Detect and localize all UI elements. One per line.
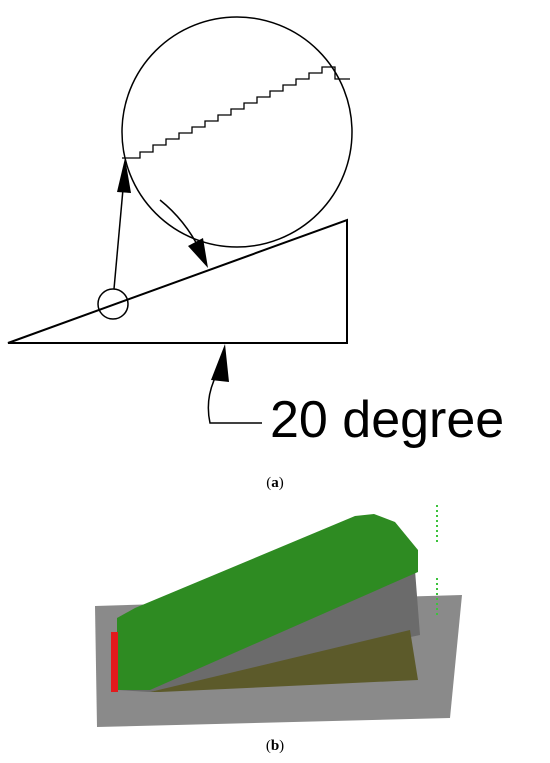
zoom-arrowhead	[117, 158, 131, 193]
pointer-arrow-curve	[159, 199, 201, 251]
caption-a-close: )	[278, 475, 284, 491]
wedge-face	[150, 630, 418, 692]
ramp-3d-render	[95, 505, 462, 727]
caption-b-close: )	[279, 738, 285, 754]
caption-a-open: (	[266, 475, 272, 491]
zoom-arrow-line	[113, 177, 125, 290]
red-edge-marker	[111, 632, 118, 692]
slope-line-drawing: 20 degree	[7, 16, 504, 449]
ramp-top-surface	[117, 514, 418, 690]
magnified-circle	[121, 16, 353, 248]
angle-arrow-curve	[207, 377, 262, 424]
pointer-arrowhead	[188, 238, 208, 268]
angle-label: 20 degree	[270, 391, 504, 449]
angle-arrowhead	[211, 344, 229, 382]
figure-a-diagram: 20 degree	[7, 16, 504, 449]
caption-b-letter: b	[270, 738, 280, 754]
figure-b-render	[0, 500, 550, 730]
caption-b-open: (	[265, 738, 271, 754]
caption-b: (b)	[0, 738, 550, 755]
detail-circle-small	[97, 288, 129, 320]
caption-a-letter: a	[271, 475, 279, 491]
staircase-profile	[122, 66, 350, 159]
caption-a: (a)	[0, 475, 550, 492]
slope-triangle	[7, 218, 348, 344]
